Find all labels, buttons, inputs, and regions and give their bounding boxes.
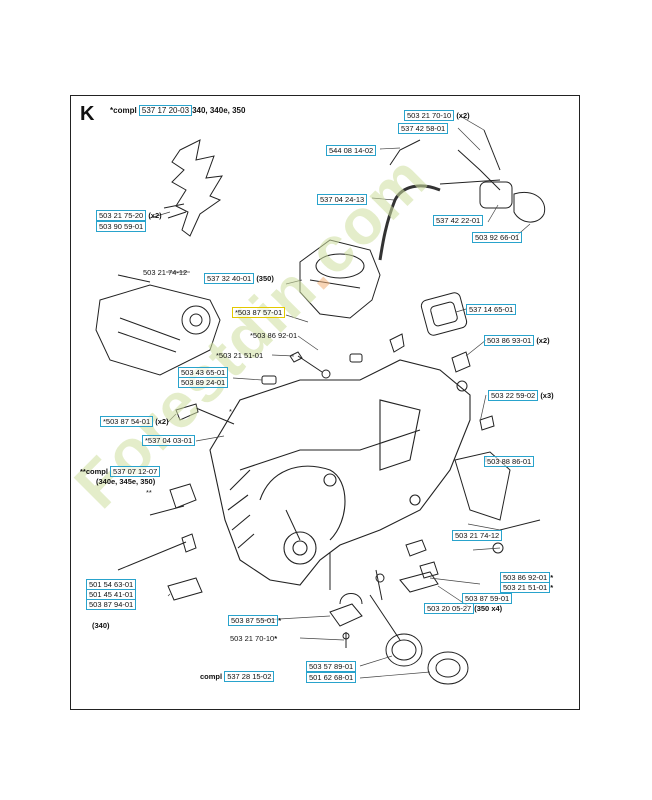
part-label-l26: 501 45 41-01	[86, 589, 137, 600]
part-label-l32: (340)	[92, 621, 110, 630]
small-parts	[117, 333, 541, 685]
part-label-l6: 503 92 66-01	[472, 232, 523, 243]
diagram-frame	[70, 95, 580, 710]
section-letter: K	[80, 103, 95, 125]
part-label-l23: (340e, 345e, 350)	[96, 477, 156, 486]
part-label-l38: **	[146, 488, 152, 497]
part-label-l31: 503 20 05-27(350 x4)	[424, 603, 502, 614]
part-label-l24: 503 21 74-12	[452, 530, 503, 541]
header-models: 340, 340e, 350	[192, 106, 246, 115]
clutch-cover-part	[95, 274, 221, 376]
cylinder-cover-part	[299, 239, 381, 319]
part-label-l1: 503 21 70-10 (x2)	[404, 110, 470, 121]
part-label-l36: compl 537 28 15-02	[200, 671, 275, 682]
bumper-spike-part	[163, 139, 223, 237]
part-label-l29: 503 21 51-01*	[500, 582, 553, 593]
header-prefix: *compl	[110, 106, 137, 115]
part-label-l8: 503 90 59-01	[96, 221, 147, 232]
part-label-l16: 503 89 24-01	[178, 377, 229, 388]
part-label-l12: 537 14 65-01	[466, 304, 517, 315]
part-label-l10: 537 32 40-01 (350)	[204, 273, 274, 284]
part-label-l30: 503 87 59-01	[462, 593, 513, 604]
part-label-l37: 501 62 68-01	[306, 672, 357, 683]
part-label-l4: 537 04 24-13	[317, 194, 368, 205]
part-label-l27: 503 87 94-01	[86, 599, 137, 610]
part-label-l17: 503 86 93-01 (x2)	[484, 335, 550, 346]
header-part-number: 537 17 20-03	[138, 105, 193, 116]
part-label-l11: *503 87 57-01	[232, 307, 286, 318]
part-label-l7: 503 21 75-20 (x2)	[96, 210, 162, 221]
part-label-l28: 503 86 92-01*	[500, 572, 553, 583]
part-label-l20: *537 04 03-01	[142, 435, 196, 446]
part-label-l2: 537 42 58-01	[398, 123, 449, 134]
part-label-l35: 503 57 89-01	[306, 661, 357, 672]
part-label-l3: 544 08 14-02	[326, 145, 377, 156]
intake-gasket-part	[420, 292, 468, 336]
part-label-l22: **compl 537 07 12-07	[80, 466, 161, 477]
crankcase-part	[209, 359, 471, 586]
part-label-l34: 503 21 70-10*	[230, 634, 278, 643]
part-label-l39: *	[229, 407, 232, 416]
part-label-l19: *503 87 54-01 (x2)	[100, 416, 169, 427]
part-label-l33: 503 87 55-01*	[228, 615, 281, 626]
part-label-l13: *503 86 92-01	[250, 331, 298, 340]
part-label-l9: 503 21 74-12	[143, 268, 188, 277]
part-label-l5: 537 42 22-01	[433, 215, 484, 226]
part-label-l14: *503 21 51-01	[216, 351, 264, 360]
part-label-l15: 503 43 65-01	[178, 367, 229, 378]
primer-bulb-part	[457, 129, 546, 223]
part-label-l18: 503 22 59-02 (x3)	[488, 390, 554, 401]
part-label-l21: 503 88 86-01	[484, 456, 535, 467]
part-label-l25: 501 54 63-01	[86, 579, 137, 590]
